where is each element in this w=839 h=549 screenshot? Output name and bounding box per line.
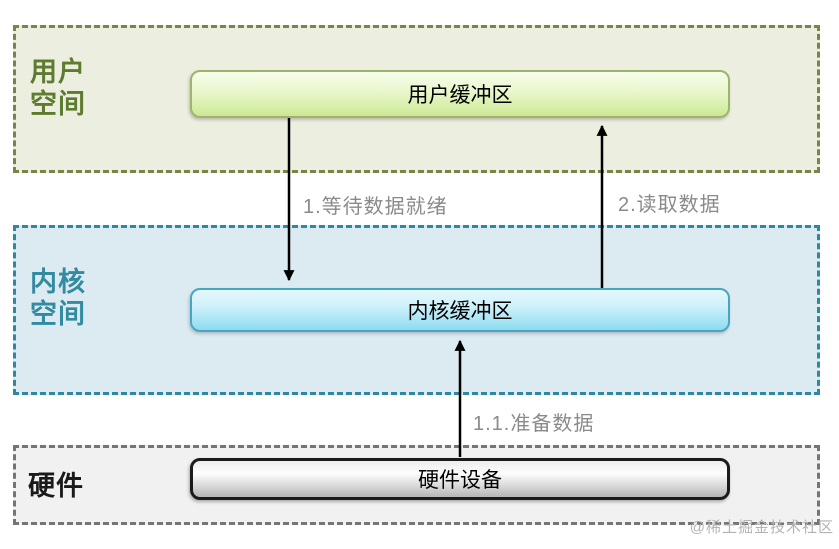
kernel-buffer-label: 内核缓冲区 [407,300,513,323]
flow-label-prepare-data: 1.1.准备数据 [473,413,595,435]
kernel-space-label: 内核 空间 [30,267,86,329]
flow-label-read-data: 2.读取数据 [618,194,721,216]
user-buffer-node: 用户缓冲区 [190,70,730,118]
hardware-label: 硬件 [28,471,84,501]
kernel-buffer-node: 内核缓冲区 [190,288,730,332]
hardware-device-label: 硬件设备 [418,469,502,492]
hardware-device-node: 硬件设备 [190,458,730,500]
user-buffer-label: 用户缓冲区 [407,84,513,107]
flow-label-wait-data: 1.等待数据就绪 [303,196,448,218]
user-space-label: 用户 空间 [30,57,86,119]
watermark-text: @稀土掘金技术社区 [689,519,834,536]
